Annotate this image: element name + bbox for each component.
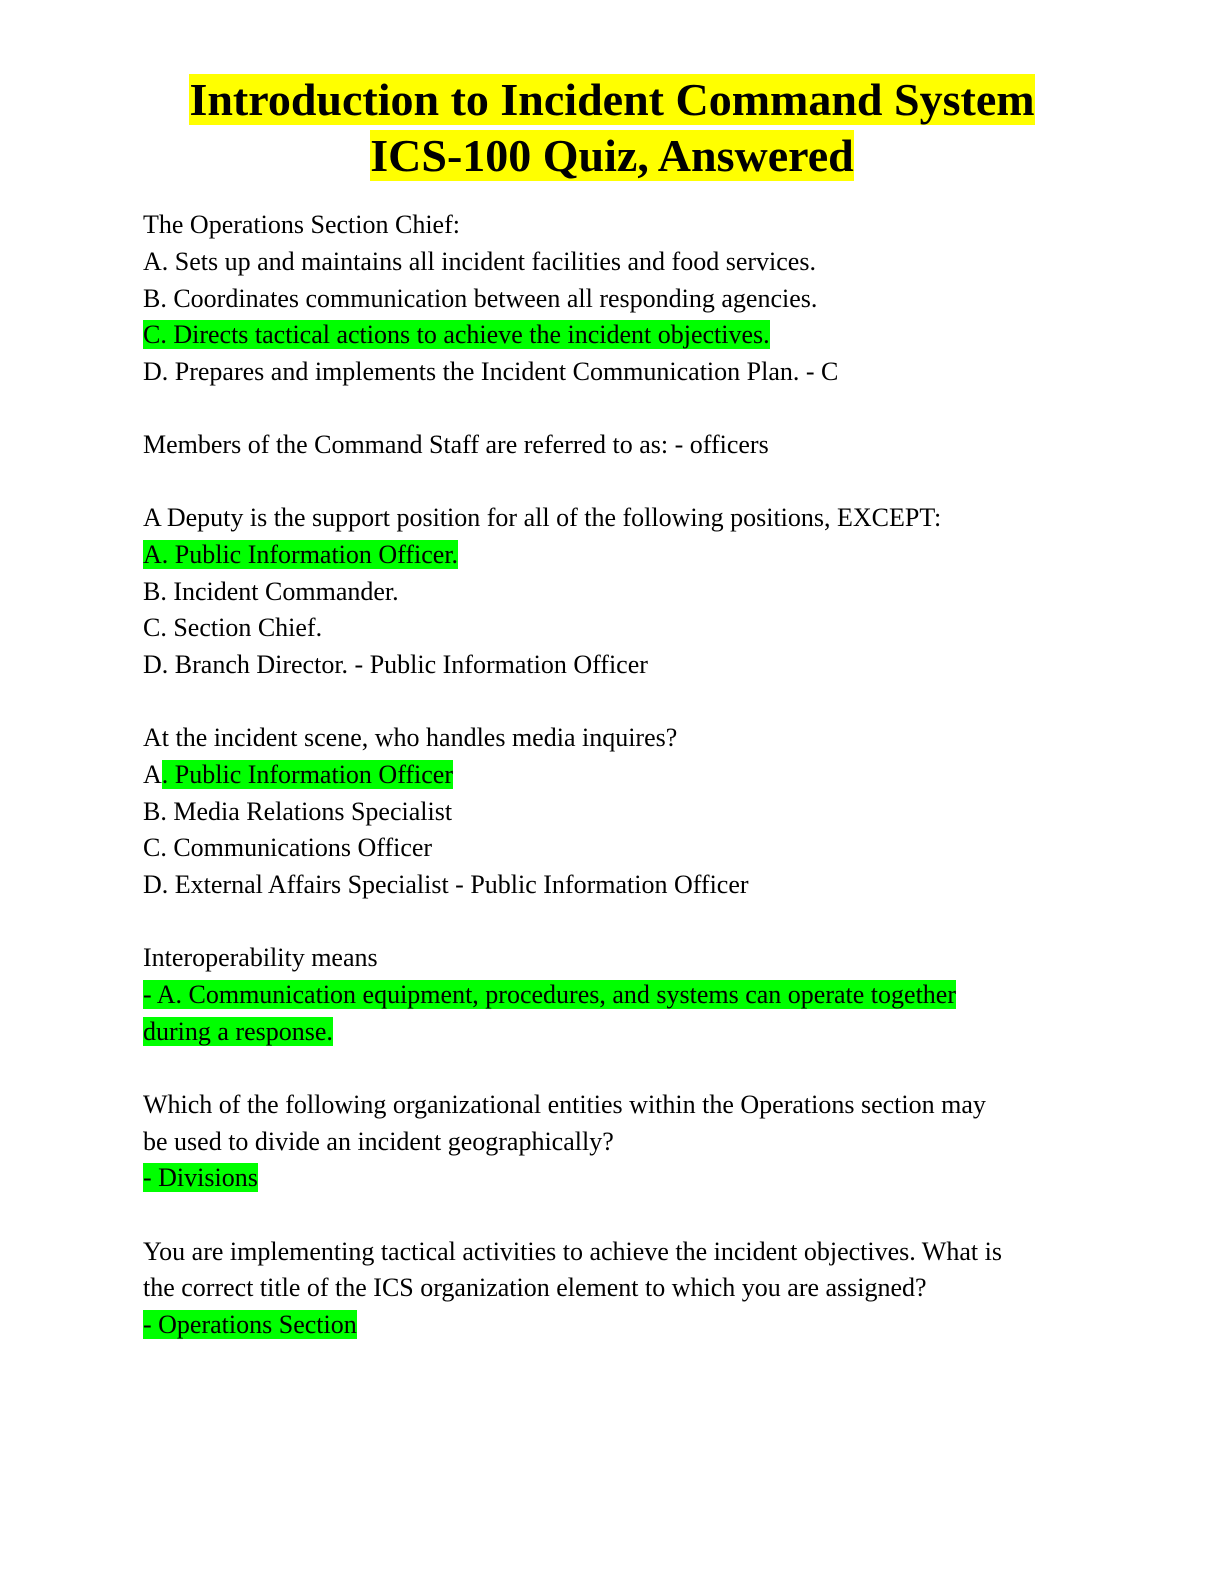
- q6-question-line-2: be used to divide an incident geographic…: [143, 1127, 614, 1156]
- q7-question-line-2: the correct title of the ICS organizatio…: [143, 1273, 927, 1302]
- q7-answer: - Operations Section: [143, 1310, 357, 1339]
- q3-question: A Deputy is the support position for all…: [143, 503, 942, 532]
- q1-option-a: A. Sets up and maintains all incident fa…: [143, 247, 816, 276]
- q1-option-c-answer: C. Directs tactical actions to achieve t…: [143, 320, 770, 349]
- q1-option-d: D. Prepares and implements the Incident …: [143, 357, 839, 386]
- q3-option-b: B. Incident Commander.: [143, 577, 399, 606]
- q3-option-a-answer: A. Public Information Officer.: [143, 540, 459, 569]
- q4-option-a-prefix: A: [143, 760, 162, 789]
- q1-option-b: B. Coordinates communication between all…: [143, 284, 818, 313]
- q4-option-a-answer: . Public Information Officer: [161, 760, 453, 789]
- q5-answer-line-1: - A. Communication equipment, procedures…: [143, 980, 956, 1009]
- title-line-2: ICS-100 Quiz, Answered: [370, 130, 854, 181]
- title-line-1: Introduction to Incident Command System: [189, 74, 1035, 125]
- q3-option-c: C. Section Chief.: [143, 613, 323, 642]
- q6-answer: - Divisions: [143, 1163, 258, 1192]
- q6-question-line-1: Which of the following organizational en…: [143, 1090, 986, 1119]
- q4-question: At the incident scene, who handles media…: [143, 723, 678, 752]
- document-title: Introduction to Incident Command System …: [0, 72, 1224, 184]
- q5-question: Interoperability means: [143, 943, 378, 972]
- q4-option-b: B. Media Relations Specialist: [143, 797, 453, 826]
- q1-question: The Operations Section Chief:: [143, 210, 460, 239]
- q7-question-line-1: You are implementing tactical activities…: [143, 1237, 1002, 1266]
- q2-question: Members of the Command Staff are referre…: [143, 430, 769, 459]
- q3-option-d: D. Branch Director. - Public Information…: [143, 650, 648, 679]
- q4-option-d: D. External Affairs Specialist - Public …: [143, 870, 749, 899]
- q4-option-c: C. Communications Officer: [143, 833, 433, 862]
- q5-answer-line-2: during a response.: [143, 1017, 333, 1046]
